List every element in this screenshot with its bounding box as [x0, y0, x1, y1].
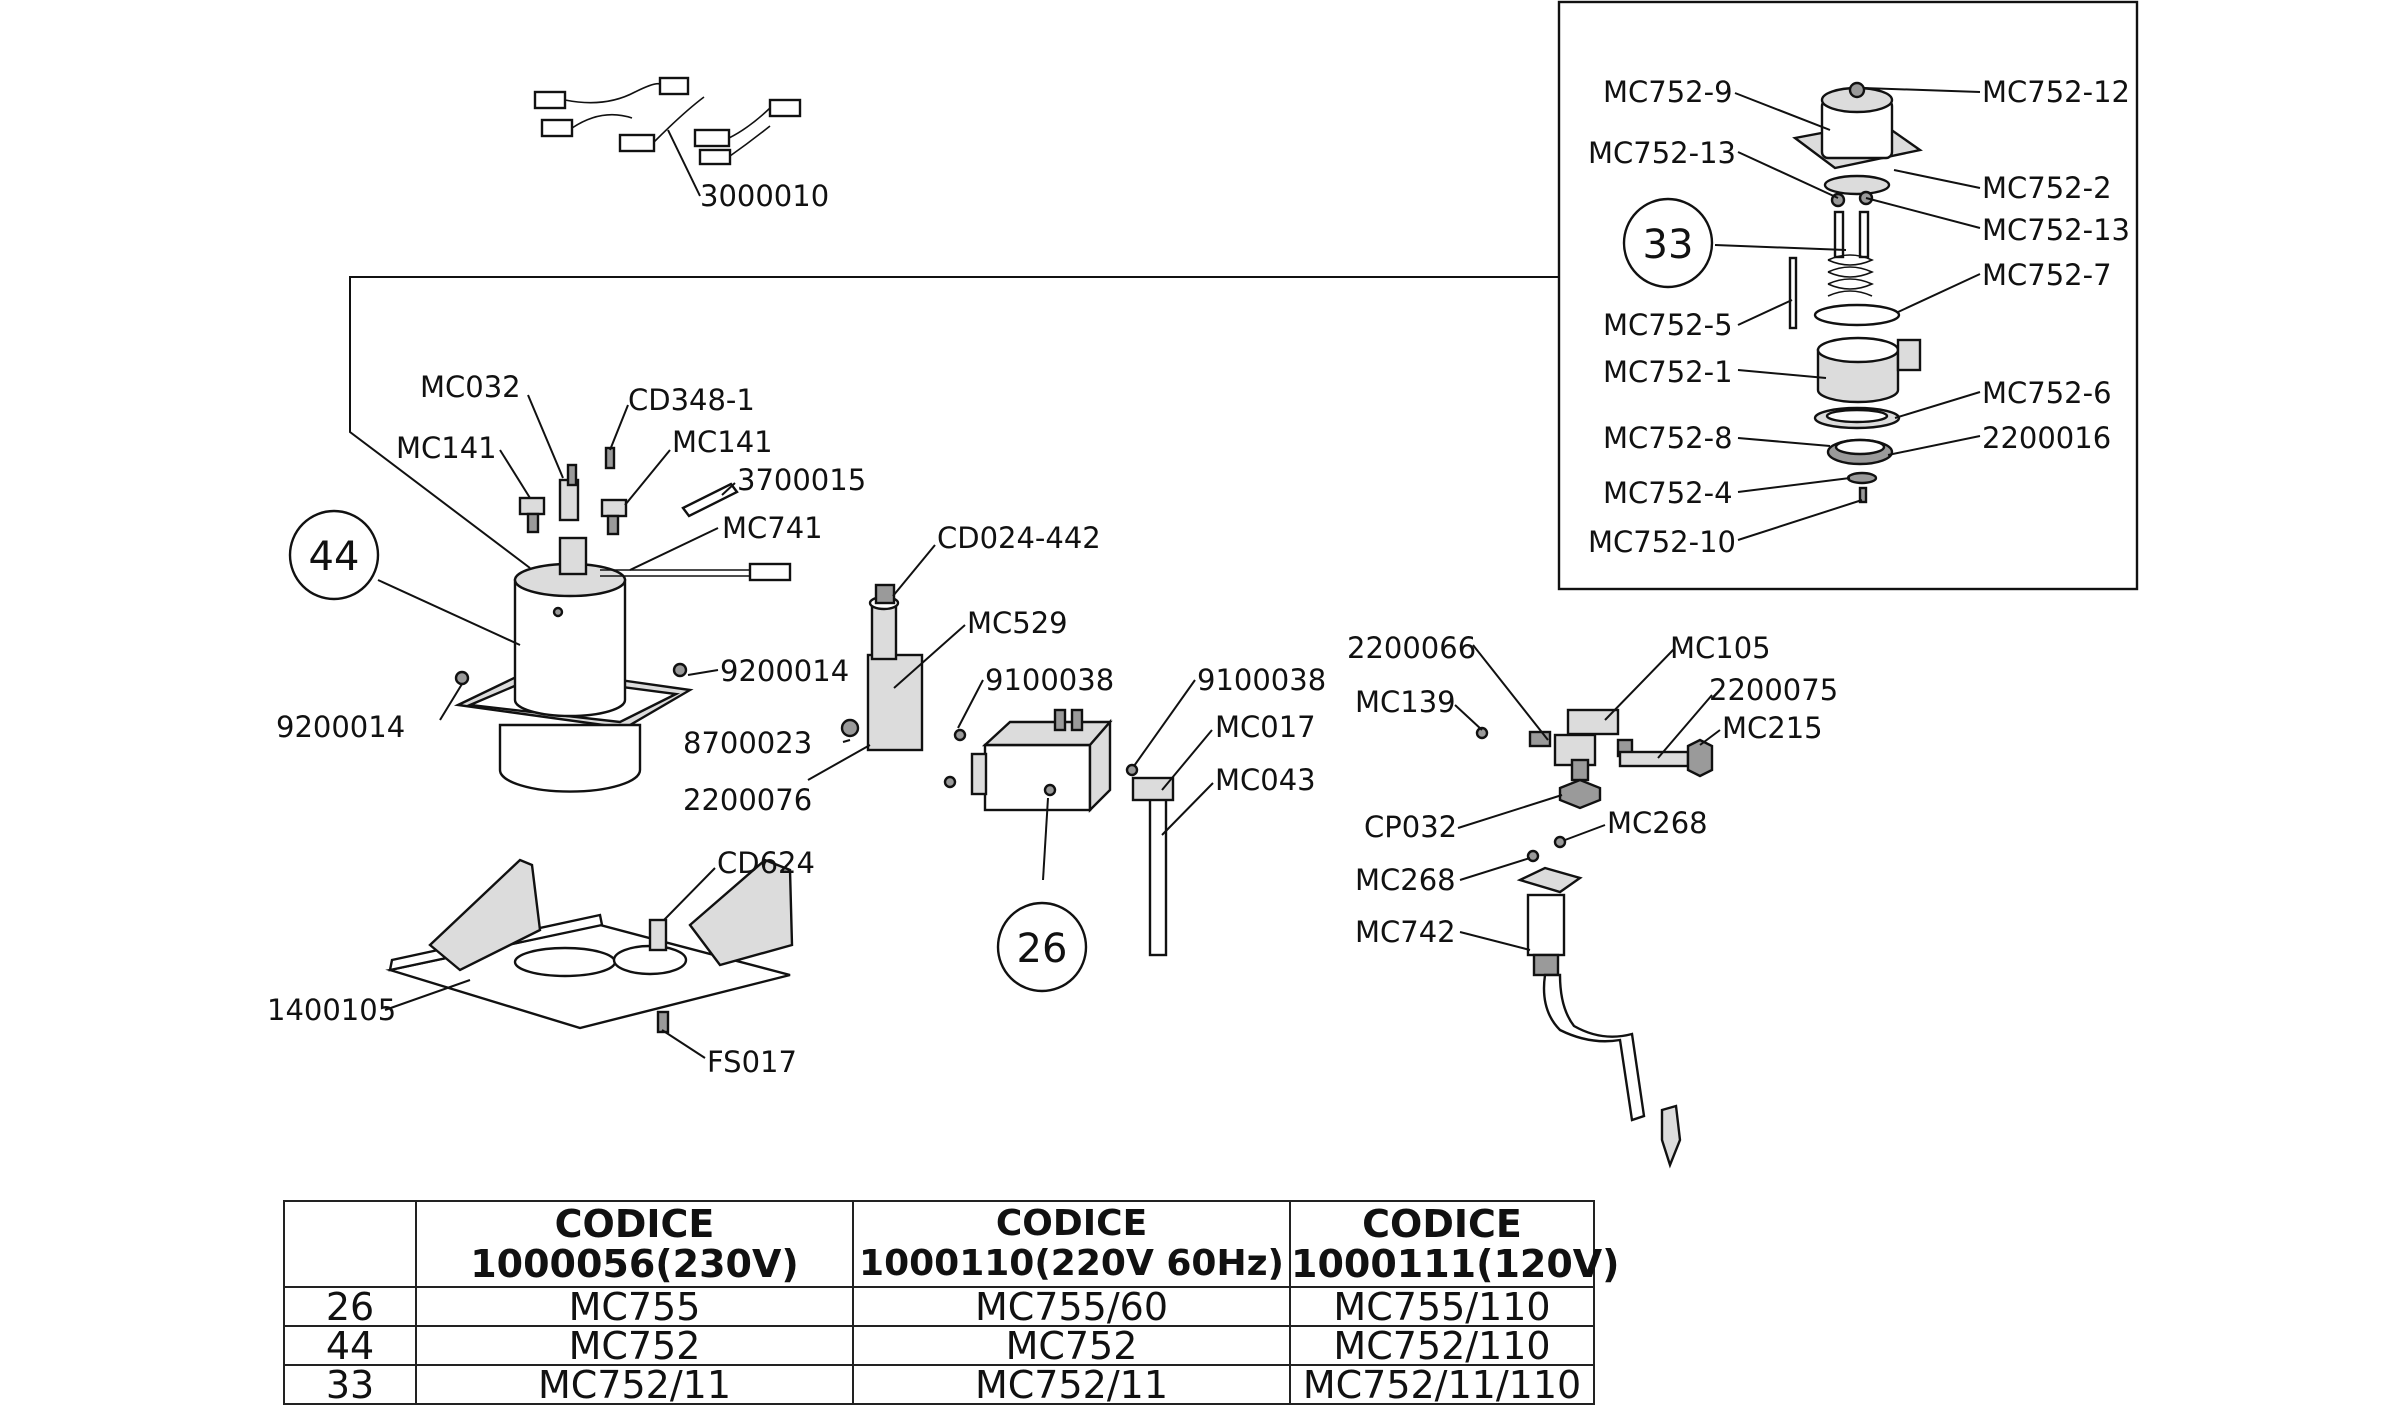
table-row: 33 MC752/11 MC752/11 MC752/11/110 — [283, 1364, 1595, 1405]
table-cell: MC755/60 — [852, 1286, 1291, 1327]
table-cell-ref: 26 — [283, 1286, 417, 1327]
label-9200014-left: 9200014 — [276, 710, 405, 744]
label-9100038-right: 9100038 — [1197, 663, 1326, 697]
steam-tube — [1125, 763, 1175, 957]
wiring-harness — [533, 76, 802, 166]
base-bracket — [385, 858, 794, 1034]
table-cell: MC752 — [852, 1325, 1291, 1366]
balloon-26-text: 26 — [1017, 926, 1068, 972]
code-table-header-230v: CODICE 1000056(230V) — [415, 1200, 854, 1288]
label-3700015: 3700015 — [737, 463, 866, 497]
label-mc043: MC043 — [1215, 763, 1316, 797]
table-cell: MC752 — [415, 1325, 854, 1366]
table-cell: MC752/110 — [1289, 1325, 1595, 1366]
boiler-assembly-44 — [453, 446, 792, 793]
label-mc752-13-right: MC752-13 — [1982, 213, 2130, 247]
code-table-header-220v: CODICE 1000110(220V 60Hz) — [852, 1200, 1291, 1288]
label-9100038-left: 9100038 — [985, 663, 1114, 697]
code-table: CODICE 1000056(230V) CODICE 1000110(220V… — [283, 1200, 1620, 1405]
balloon-26: 26 — [996, 901, 1088, 993]
label-8700023: 8700023 — [683, 726, 812, 760]
label-mc752-4: MC752-4 — [1603, 476, 1733, 510]
label-3000010: 3000010 — [700, 179, 829, 213]
table-cell: MC755/110 — [1289, 1286, 1595, 1327]
boiler-33-exploded-parts — [1788, 81, 1923, 504]
label-2200075: 2200075 — [1709, 673, 1838, 707]
balloon-44-text: 44 — [309, 534, 360, 580]
label-mc032: MC032 — [420, 370, 521, 404]
label-2200016: 2200016 — [1982, 421, 2111, 455]
detail-connector-line — [349, 276, 1559, 569]
label-mc268-left: MC268 — [1355, 863, 1456, 897]
table-cell-ref: 44 — [283, 1325, 417, 1366]
label-mc752-10: MC752-10 — [1588, 525, 1736, 559]
steam-valve-group — [1475, 708, 1714, 1169]
callout-labels: 3000010 MC032 CD348-1 MC141 MC141 370001… — [267, 75, 2130, 1079]
label-mc268-right: MC268 — [1607, 806, 1708, 840]
label-mc752-12: MC752-12 — [1982, 75, 2130, 109]
balloon-33-text: 33 — [1643, 222, 1694, 268]
label-mc752-5: MC752-5 — [1603, 308, 1733, 342]
table-row: 26 MC755 MC755/60 MC755/110 — [283, 1286, 1595, 1327]
label-2200076: 2200076 — [683, 783, 812, 817]
label-mc752-7: MC752-7 — [1982, 258, 2112, 292]
table-cell: MC752/11 — [415, 1364, 854, 1405]
code-table-header-empty — [283, 1200, 417, 1288]
label-mc752-6: MC752-6 — [1982, 376, 2112, 410]
label-mc017: MC017 — [1215, 710, 1316, 744]
detail-box — [1557, 0, 2139, 591]
label-fs017: FS017 — [707, 1045, 797, 1079]
label-mc215: MC215 — [1722, 711, 1823, 745]
label-cd024-442: CD024-442 — [937, 521, 1101, 555]
label-mc741: MC741 — [722, 511, 823, 545]
label-cd624: CD624 — [717, 846, 815, 880]
label-mc141-right: MC141 — [672, 425, 773, 459]
label-mc139: MC139 — [1355, 685, 1456, 719]
label-2200066: 2200066 — [1347, 631, 1476, 665]
label-mc742: MC742 — [1355, 915, 1456, 949]
label-mc752-13-left: MC752-13 — [1588, 136, 1736, 170]
table-cell: MC755 — [415, 1286, 854, 1327]
leader-lines — [377, 87, 1981, 1059]
label-mc752-2: MC752-2 — [1982, 171, 2112, 205]
code-table-header-row: CODICE 1000056(230V) CODICE 1000110(220V… — [283, 1200, 1620, 1288]
table-cell: MC752/11 — [852, 1364, 1291, 1405]
label-mc752-8: MC752-8 — [1603, 421, 1733, 455]
label-mc105: MC105 — [1670, 631, 1771, 665]
label-mc752-9: MC752-9 — [1603, 75, 1733, 109]
label-mc752-1: MC752-1 — [1603, 355, 1733, 389]
label-9200014-right: 9200014 — [720, 654, 849, 688]
label-mc141-left: MC141 — [396, 431, 497, 465]
code-table-header-120v: CODICE 1000111(120V) — [1289, 1200, 1620, 1288]
valve-block — [840, 583, 967, 789]
label-1400105: 1400105 — [267, 993, 396, 1027]
balloon-44: 44 — [288, 509, 380, 601]
table-cell: MC752/11/110 — [1289, 1364, 1595, 1405]
label-mc529: MC529 — [967, 606, 1068, 640]
table-cell-ref: 33 — [283, 1364, 417, 1405]
pump-26 — [970, 708, 1113, 813]
label-cp032: CP032 — [1364, 810, 1457, 844]
balloon-33: 33 — [1622, 197, 1714, 289]
table-row: 44 MC752 MC752 MC752/110 — [283, 1325, 1595, 1366]
label-cd348-1: CD348-1 — [628, 383, 755, 417]
